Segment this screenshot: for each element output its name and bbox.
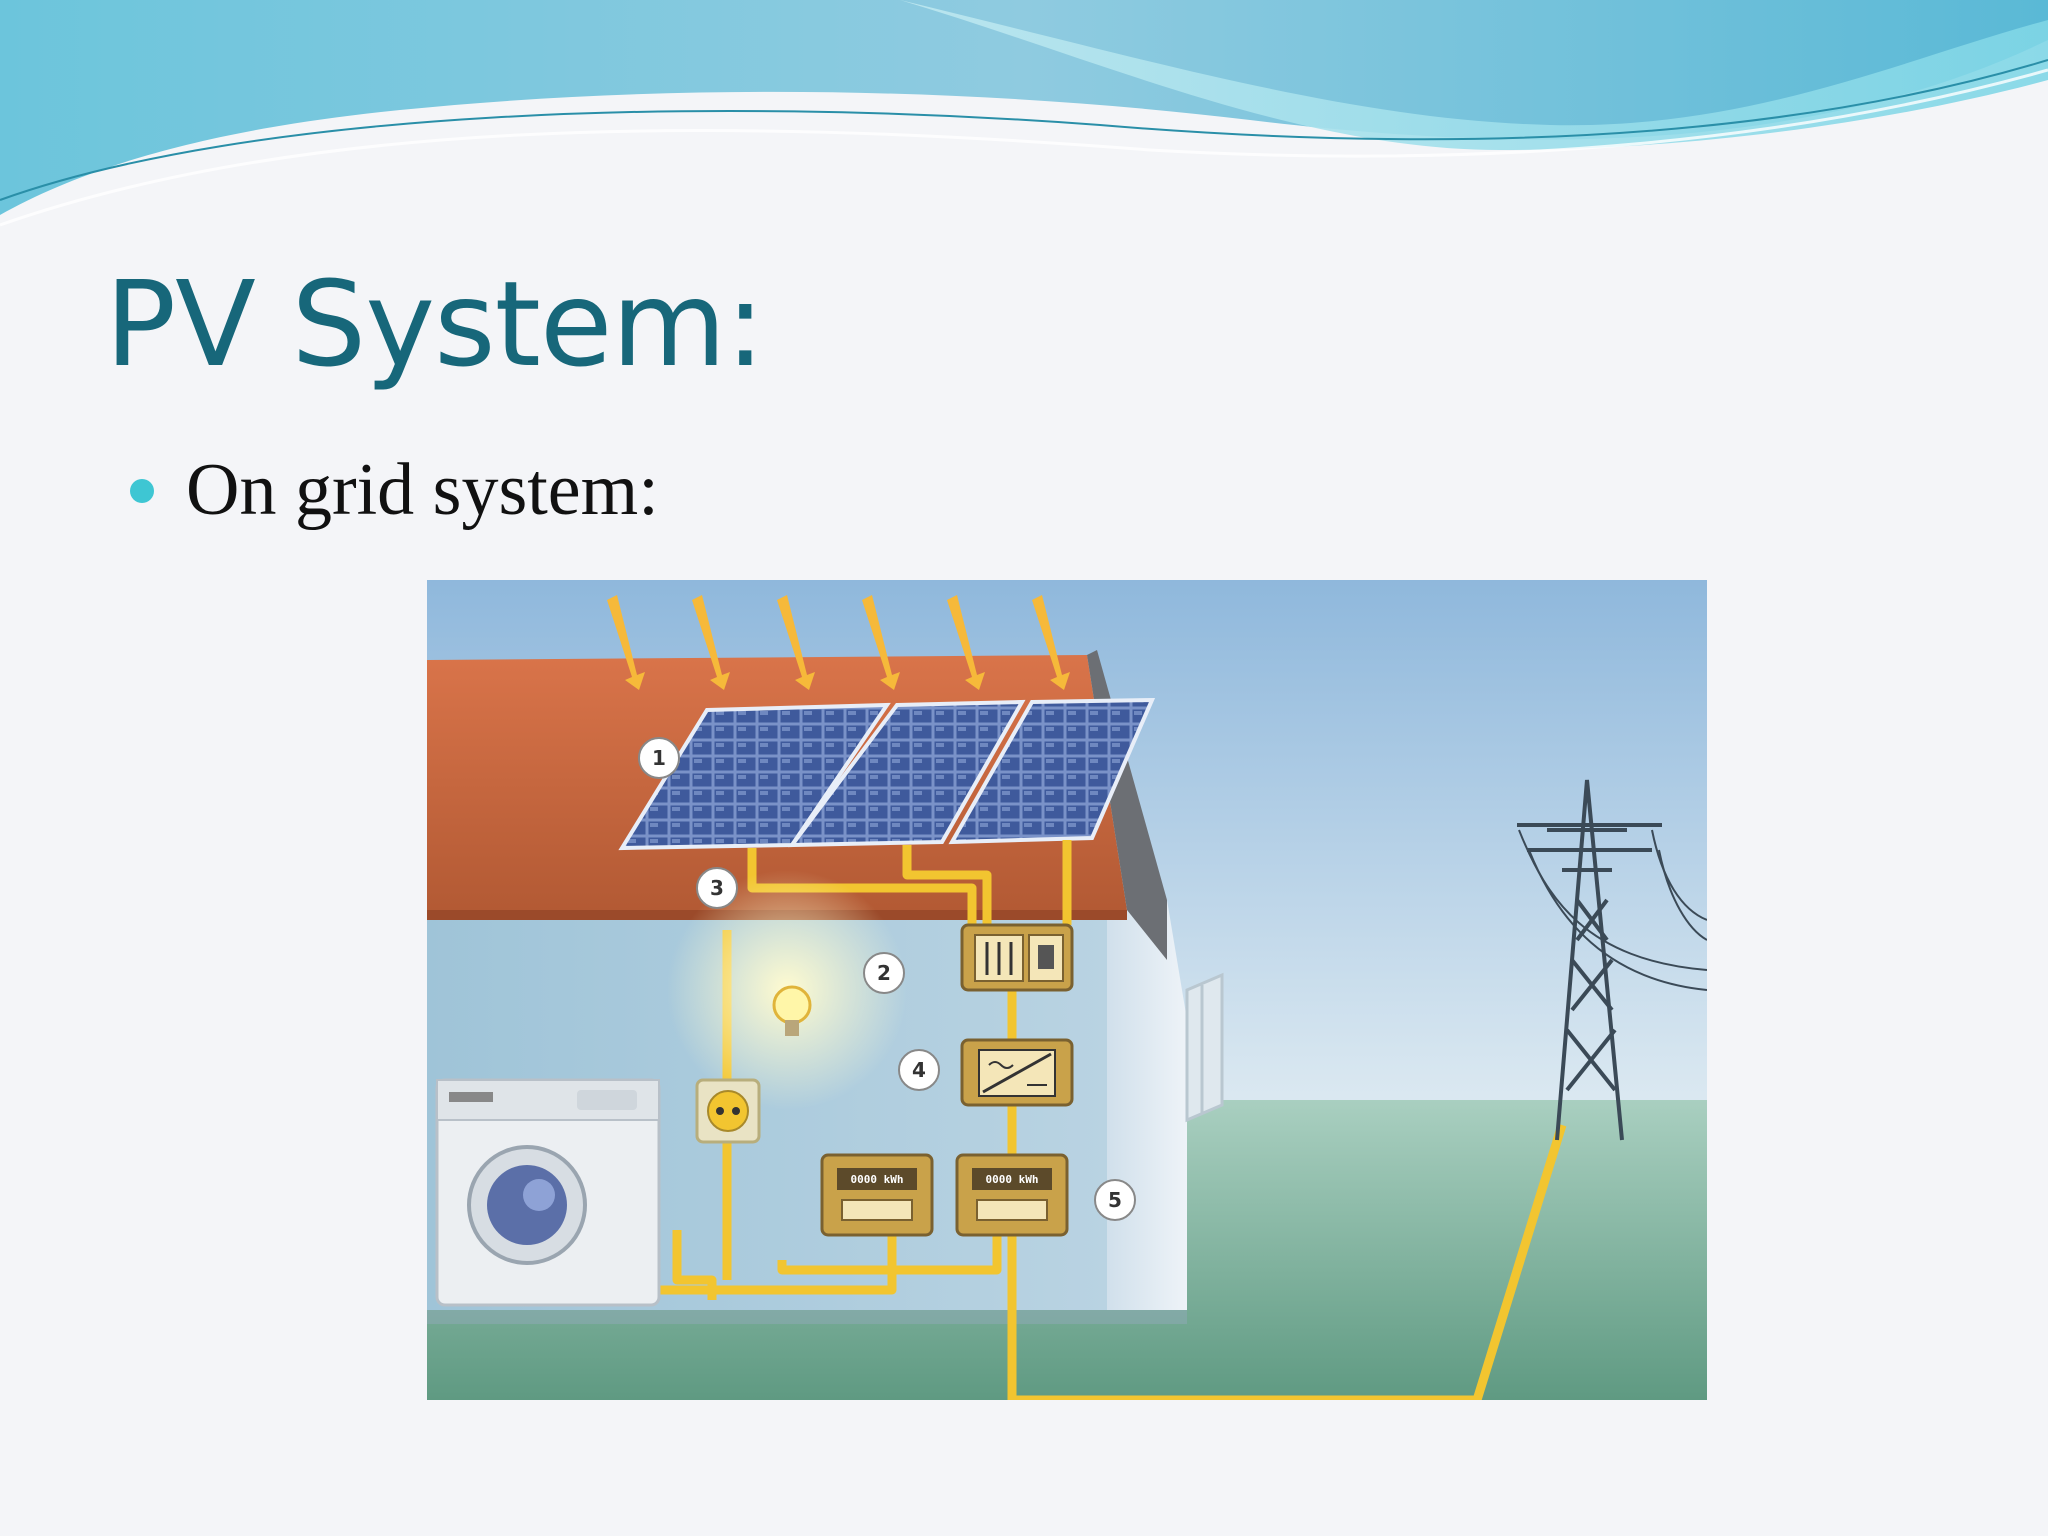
- svg-text:3: 3: [710, 876, 724, 900]
- header-wave-decoration: [0, 0, 2048, 227]
- bullet-item: On grid system:: [130, 448, 659, 533]
- svg-text:4: 4: [912, 1058, 926, 1082]
- transmission-tower: [1517, 779, 1707, 1141]
- junction-box: [960, 923, 1074, 992]
- bullet-text: On grid system:: [186, 449, 659, 531]
- callout-5: 5: [1094, 1179, 1136, 1221]
- solar-panel-3: [948, 697, 1156, 845]
- solar-panel-2: [787, 699, 1026, 848]
- sun-ray-arrows: [607, 595, 1070, 690]
- svg-text:2: 2: [877, 961, 891, 985]
- light-bulb: [667, 870, 907, 1110]
- meter-2-label: 0000 kWh: [986, 1173, 1039, 1186]
- inverter: [960, 1038, 1074, 1107]
- bullet-dot-icon: [130, 478, 154, 503]
- power-socket: [695, 1078, 761, 1144]
- on-grid-pv-diagram: 0000 kWh 0000 kWh: [427, 580, 1707, 1400]
- meter-1-label: 0000 kWh: [851, 1173, 904, 1186]
- solar-panels: [618, 697, 1156, 851]
- svg-text:1: 1: [652, 746, 666, 770]
- meter-consumption: 0000 kWh: [820, 1153, 934, 1237]
- energy-meters: 0000 kWh 0000 kWh: [820, 1153, 1069, 1237]
- callout-2: 2: [863, 952, 905, 994]
- callout-badges: 1 2 3 4 5: [638, 737, 1136, 1221]
- callout-3: 3: [696, 867, 738, 909]
- callout-1: 1: [638, 737, 680, 779]
- slide-title: PV System:: [105, 255, 765, 393]
- svg-text:5: 5: [1108, 1188, 1122, 1212]
- meter-feed-in: 0000 kWh: [955, 1153, 1069, 1237]
- callout-4: 4: [898, 1049, 940, 1091]
- window: [1185, 972, 1224, 1123]
- washing-machine: [435, 1078, 661, 1307]
- wiring: [627, 840, 1567, 1400]
